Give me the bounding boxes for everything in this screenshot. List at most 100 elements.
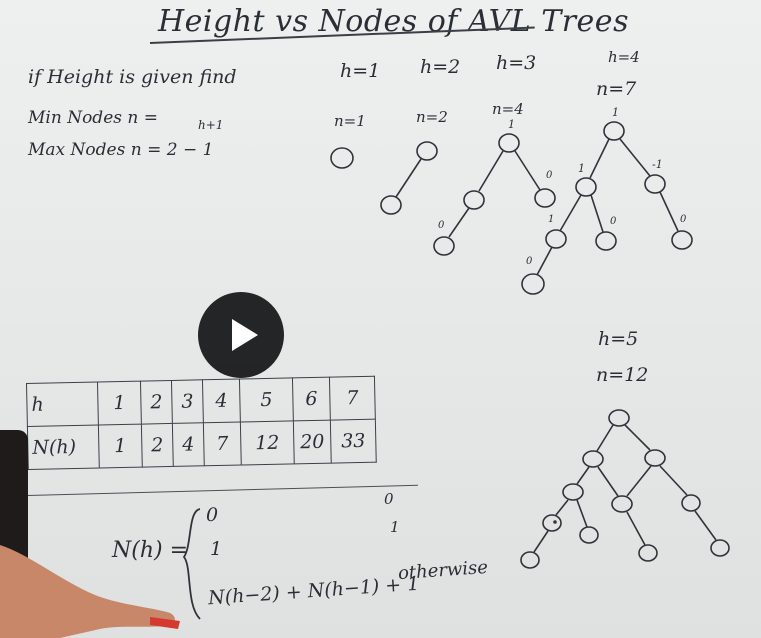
side-note-1: 1: [390, 518, 400, 536]
tree5-edge: [694, 510, 717, 541]
marker-icon: [150, 617, 180, 629]
table-row-nh: N(h) 1 2 4 7 12 20 33: [27, 419, 377, 470]
table-row-h: h 1 2 3 4 5 6 7: [26, 376, 376, 427]
table-header-nh: N(h): [27, 424, 100, 470]
tree4-nodes: n=7: [596, 78, 637, 100]
balance-label: 1: [548, 214, 555, 225]
table-cell: 6: [292, 377, 331, 421]
tree5-edge: [597, 466, 619, 497]
tree5-edge: [533, 530, 549, 553]
tree5-node: [553, 520, 557, 524]
tree3-edge: [478, 150, 504, 192]
max-nodes-base: Max Nodes n = 2: [28, 140, 178, 160]
table-cell: 33: [330, 419, 377, 464]
tree2-nodes: n=2: [416, 108, 448, 126]
tree5-node: [582, 450, 604, 468]
tree3-node: [463, 190, 485, 210]
tree5-node: [608, 409, 630, 427]
max-nodes-tail: − 1: [182, 140, 214, 160]
tree5-node: [520, 551, 540, 569]
tree4-node: [545, 229, 567, 249]
tree4-edge: [559, 194, 582, 232]
tree5-node: [710, 539, 730, 557]
balance-label: 1: [508, 118, 515, 131]
max-nodes-label: Max Nodes n = 2 − 1: [28, 140, 213, 160]
tree2-height: h=2: [420, 56, 461, 78]
tree4-edge: [619, 138, 651, 177]
balance-label: -1: [652, 158, 663, 171]
tree4-node: [595, 231, 617, 251]
tree2-node: [380, 195, 402, 215]
tree4-edge: [659, 191, 679, 232]
table-cell: 3: [171, 379, 204, 424]
board-title: Height vs Nodes of AVL Trees: [158, 4, 629, 39]
tree5-node: [611, 495, 633, 513]
tree5-edge: [626, 511, 646, 546]
tree2-node: [416, 141, 438, 161]
tree5-edge: [596, 424, 614, 452]
tree5-node: [542, 514, 562, 532]
tree4-node: [521, 273, 545, 295]
tree5-node: [638, 544, 658, 562]
tree5-edge: [576, 466, 590, 485]
tree4-edge: [536, 246, 553, 276]
tree3-node: [433, 236, 455, 256]
tree3-edge: [514, 150, 541, 191]
table-cell: 4: [202, 379, 241, 423]
play-button[interactable]: [198, 292, 284, 378]
table-cell: 2: [141, 423, 174, 468]
table-cell: 7: [203, 422, 242, 466]
tree4-node: [603, 121, 625, 141]
balance-label: 0: [526, 256, 533, 267]
tree3-node: [498, 133, 520, 153]
side-note-0: 0: [384, 490, 394, 508]
tree4-node: [644, 174, 666, 194]
table-cell: 4: [172, 422, 205, 467]
balance-label: 0: [610, 216, 617, 227]
tree5-edge: [659, 465, 688, 496]
height-nodes-table: h 1 2 3 4 5 6 7 N(h) 1 2 4 7 12 20 33: [26, 376, 377, 470]
brace-icon: [182, 508, 201, 620]
min-nodes-label: Min Nodes n =: [28, 108, 158, 128]
balance-label: 1: [612, 106, 619, 119]
question-text: if Height is given find: [28, 66, 237, 88]
tree5-edge: [576, 499, 588, 528]
tree5-node: [681, 494, 701, 512]
table-cell: 1: [97, 381, 142, 425]
table-cell: 5: [239, 377, 294, 423]
recurrence-case1: 1: [210, 538, 223, 560]
tree4-node: [671, 230, 693, 250]
table-cell: 20: [293, 420, 332, 464]
tree3-nodes: n=4: [492, 100, 524, 118]
tree5-node: [562, 483, 584, 501]
table-cell: 2: [140, 380, 173, 425]
max-nodes-exponent: h+1: [198, 118, 224, 132]
balance-label: 0: [546, 170, 553, 181]
balance-label: 0: [680, 214, 687, 225]
tree5-edge: [626, 465, 652, 497]
recurrence-lhs: N(h) =: [112, 538, 189, 563]
tree4-height: h=4: [608, 48, 640, 66]
presenter-hand: [0, 545, 180, 638]
tree3-height: h=3: [496, 52, 537, 74]
table-cell: 7: [329, 376, 376, 421]
balance-label: 0: [438, 220, 445, 231]
tree5-node: [644, 449, 666, 467]
table-header-h: h: [26, 382, 99, 427]
tree2-edge: [395, 158, 422, 198]
tree4-edge: [589, 138, 610, 179]
tree5-nodes: n=12: [596, 364, 649, 386]
table-cell: 1: [98, 424, 143, 468]
table-cell: 12: [240, 420, 295, 466]
tree1-height: h=1: [340, 60, 381, 82]
tree3-edge: [448, 207, 470, 238]
tree3-node: [534, 188, 556, 208]
play-icon: [232, 319, 258, 351]
tree4-node: [575, 177, 597, 197]
tree5-edge: [555, 499, 569, 516]
tree5-node: [579, 526, 599, 544]
tree5-height: h=5: [598, 328, 639, 350]
recurrence-case0: 0: [206, 504, 219, 526]
